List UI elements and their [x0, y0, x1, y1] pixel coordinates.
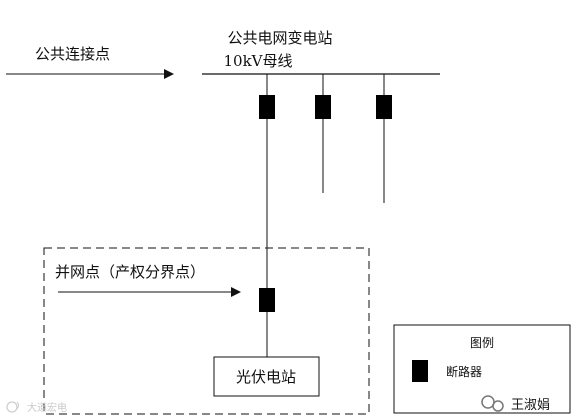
common-connection-point-label: 公共连接点	[35, 45, 110, 63]
watermark-group: 大道宏电	[6, 401, 67, 414]
legend-breaker-symbol	[412, 360, 428, 382]
pv-station-box	[213, 356, 320, 397]
pv-station-boundary	[43, 247, 370, 415]
bus-label: 10kV母线	[223, 52, 292, 70]
substation-title: 公共电网变电站	[227, 29, 332, 47]
brand-group: 王淑娟	[481, 395, 550, 413]
watermark-wave-icon	[16, 401, 20, 410]
breaker-symbol-3	[376, 95, 392, 119]
breaker-symbol-1	[259, 95, 275, 119]
breaker-symbol-2	[315, 95, 331, 119]
legend-title: 图例	[470, 336, 494, 350]
watermark-icon	[6, 401, 18, 413]
pv-breaker-symbol	[259, 288, 275, 312]
wechat-brand-icon-secondary	[492, 400, 504, 412]
legend-breaker-label: 断路器	[446, 364, 482, 379]
watermark-left-text: 大道宏电	[27, 401, 67, 414]
pv-station-label: 光伏电站	[236, 368, 296, 386]
brand-name: 王淑娟	[511, 398, 550, 413]
grid-connection-point-label: 并网点（产权分界点）	[55, 263, 205, 281]
